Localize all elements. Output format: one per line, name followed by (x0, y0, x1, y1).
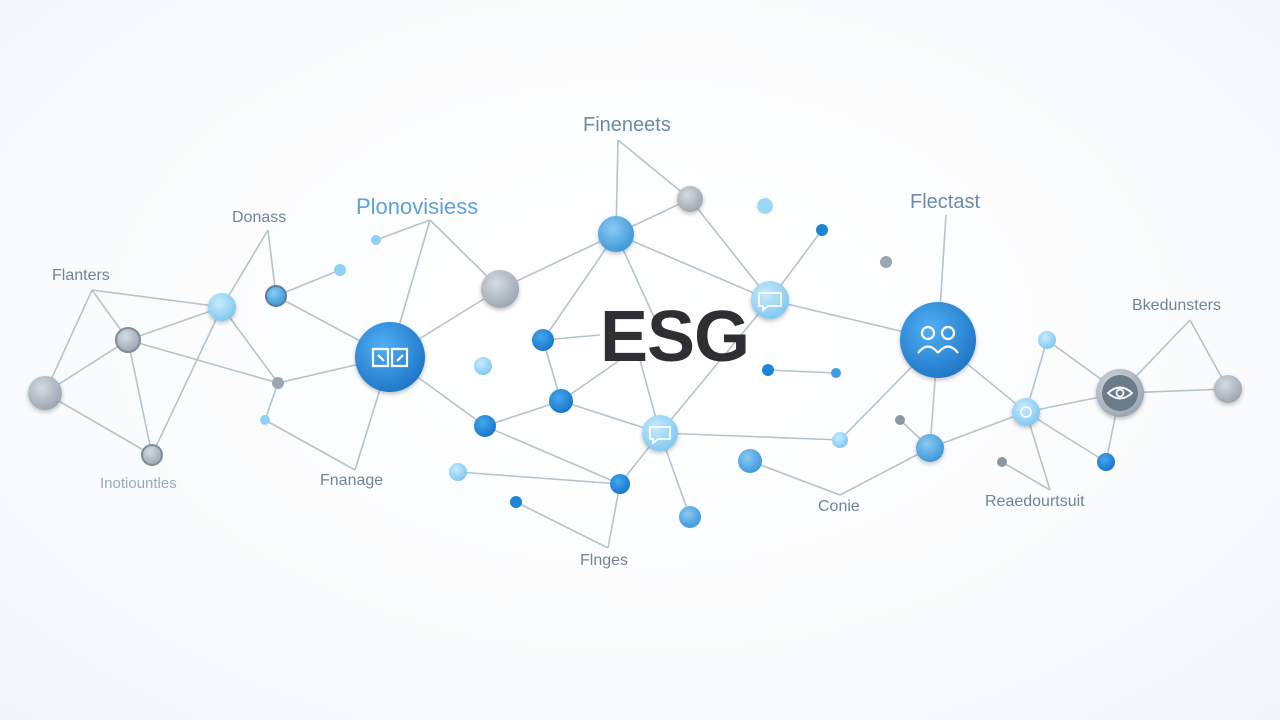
center-right-node (751, 281, 789, 319)
node-mid-blue (598, 216, 634, 252)
node-gray (880, 256, 892, 268)
node-blue (1097, 453, 1115, 471)
node-gray (1214, 375, 1242, 403)
label-bottom-left: Inotiountles (100, 475, 177, 492)
node-blue (816, 224, 828, 236)
node-gray (997, 457, 1007, 467)
label-fleclast: Flectast (910, 191, 981, 213)
node-light-blue (371, 235, 381, 245)
label-flaners: Flanters (52, 267, 110, 284)
node-mid-blue (679, 506, 701, 528)
right-small-node (1012, 398, 1040, 426)
node-blue (762, 364, 774, 376)
node-light-blue (1038, 331, 1056, 349)
label-bkedunstes: Bkedunsters (1132, 297, 1221, 314)
label-research: Reaedourtsuit (985, 493, 1085, 510)
label-donass: Donass (232, 209, 287, 226)
book-icon (371, 347, 409, 368)
node-blue (474, 415, 496, 437)
label-cone: Conie (818, 498, 860, 515)
node-mid-blue (738, 449, 762, 473)
node-blue (831, 368, 841, 378)
node-light-blue (449, 463, 467, 481)
right-mid-node (1096, 369, 1144, 417)
node-gray (115, 327, 141, 353)
eye-icon (1106, 386, 1134, 400)
label-fnanage: Fnanage (320, 472, 384, 489)
center-bottom-node (642, 415, 678, 451)
people-icon (917, 325, 959, 354)
eye-icon (1020, 406, 1032, 418)
hub-right (900, 302, 976, 378)
label-finnets: Fineneets (583, 114, 671, 136)
node-blue (549, 389, 573, 413)
node-mid-blue (265, 285, 287, 307)
node-gray (272, 377, 284, 389)
node-gray (141, 444, 163, 466)
node-gray (28, 376, 62, 410)
node-gray (481, 270, 519, 308)
node-light-blue (260, 415, 270, 425)
node-light-blue (474, 357, 492, 375)
node-blue (510, 496, 522, 508)
node-light-blue (208, 293, 236, 321)
hub-left (355, 322, 425, 392)
label-provisions: Plonovisiess (356, 194, 479, 219)
center-title: ESG (600, 297, 750, 377)
node-light-blue (757, 198, 773, 214)
node-gray (895, 415, 905, 425)
node-gray (677, 186, 703, 212)
chat-icon (649, 426, 671, 445)
node-light-blue (334, 264, 346, 276)
node-blue (610, 474, 630, 494)
node-light-blue (832, 432, 848, 448)
chat-icon (758, 292, 782, 312)
node-mid-blue (916, 434, 944, 462)
node-blue (532, 329, 554, 351)
node-layer (28, 186, 1242, 528)
label-flages: Flnges (580, 552, 629, 569)
